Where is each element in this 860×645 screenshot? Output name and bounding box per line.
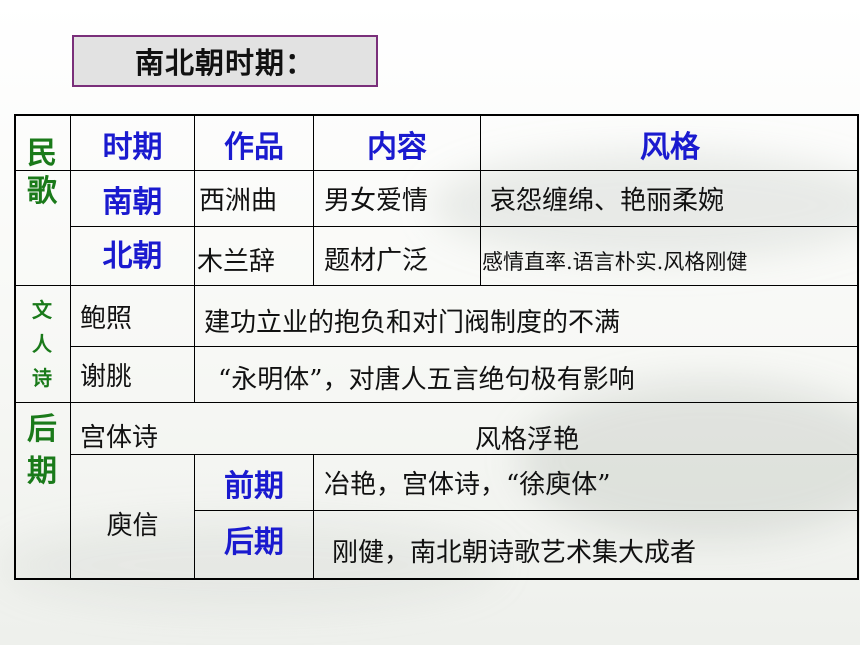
south-style: 哀怨缠绵、艳丽柔婉: [490, 186, 725, 216]
col-divider: [313, 454, 314, 580]
poet-xietiao: 谢朓: [80, 362, 133, 392]
header-period: 时期: [102, 130, 163, 165]
xietiao-description: “永明体”，对唐人五言绝句极有影响: [218, 364, 635, 395]
yuxin-later-description: 刚健，南北朝诗歌艺术集大成者: [332, 538, 697, 568]
folk-song-label: 民 歌: [14, 118, 70, 228]
north-content: 题材广泛: [324, 246, 429, 276]
literati-label-char: 文: [32, 298, 52, 322]
palace-poetry-label: 宫体诗: [80, 422, 159, 453]
poet-baozhao: 鲍照: [80, 303, 133, 334]
yuxin-early-description: 冶艳，宫体诗，“徐庾体”: [324, 470, 611, 500]
header-work: 作品: [224, 130, 284, 165]
literati-poetry-label: 文 人 诗: [14, 286, 70, 402]
row-divider: [70, 346, 859, 347]
row-divider: [70, 226, 859, 227]
col-divider: [194, 454, 195, 580]
literati-label-char: 诗: [32, 366, 52, 390]
south-work: 西洲曲: [199, 186, 278, 216]
literature-table: 时期 作品 内容 风格 民 歌 南朝 西洲曲 男女爱情 哀怨缠绵、艳丽柔婉 北朝…: [14, 114, 860, 581]
north-style: 感情直率.语言朴实.风格刚健: [482, 249, 748, 274]
row-divider: [14, 170, 859, 171]
row-divider: [70, 454, 859, 455]
row-divider: [14, 285, 859, 286]
header-style: 风格: [640, 130, 700, 165]
early-period-label: 前期: [224, 468, 284, 504]
south-content: 男女爱情: [324, 186, 429, 216]
south-dynasty-label: 南朝: [102, 184, 163, 220]
col-divider: [313, 114, 314, 285]
baozhao-description: 建功立业的抱负和对门阀制度的不满: [204, 307, 621, 338]
late-period-label: 后 期: [14, 403, 70, 499]
poet-yuxin: 庾信: [106, 511, 159, 541]
folk-label-char: 歌: [27, 174, 57, 209]
header-content: 内容: [367, 130, 427, 165]
late-label-char: 后: [27, 412, 57, 447]
late-label-char: 期: [27, 454, 57, 489]
col-divider: [70, 114, 71, 580]
col-divider: [194, 285, 195, 402]
row-divider: [194, 510, 859, 511]
col-divider: [194, 114, 195, 285]
col-divider: [480, 114, 481, 285]
page-title: 南北朝时期：: [72, 35, 378, 87]
table-border: [14, 114, 859, 580]
row-divider: [14, 402, 859, 403]
folk-label-char: 民: [27, 136, 57, 171]
north-work: 木兰辞: [197, 247, 276, 277]
literati-label-char: 人: [32, 332, 52, 356]
north-dynasty-label: 北朝: [102, 239, 163, 274]
later-period-label: 后期: [224, 524, 284, 560]
palace-poetry-description: 风格浮艳: [474, 424, 579, 455]
